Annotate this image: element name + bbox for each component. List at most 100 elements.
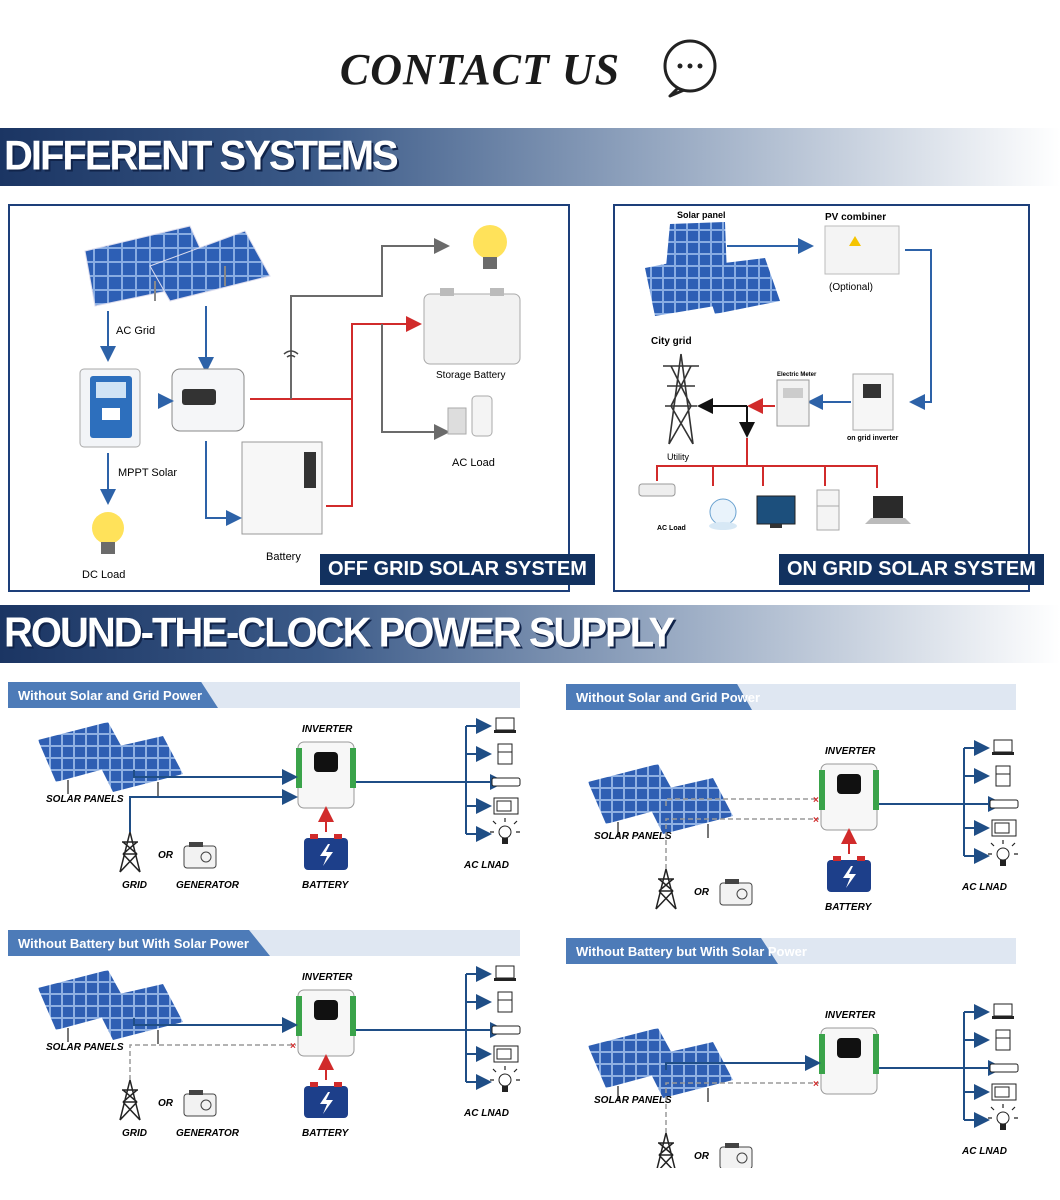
bulb-icon <box>988 1104 1018 1130</box>
utility-tower-icon <box>663 353 699 445</box>
battery-label: BATTERY <box>302 880 350 891</box>
off-grid-inverter <box>171 368 245 432</box>
disconnect-mark: × <box>813 795 819 806</box>
power-diagram: Without Solar and Grid Power SOLAR PANEL… <box>566 684 1019 924</box>
solar-panels-label: SOLAR PANELS <box>594 831 672 842</box>
diagram-heading: Without Battery but With Solar Power <box>18 936 249 951</box>
ac-bulb-icon <box>473 225 507 269</box>
utility-label: Utility <box>667 452 689 462</box>
inverter-label: INVERTER <box>302 972 353 983</box>
generator-label: GENERATOR <box>176 1128 240 1139</box>
mppt-controller <box>79 368 141 448</box>
laptop-icon <box>992 1003 1014 1019</box>
ac-load-label: AC LNAD <box>961 882 1007 893</box>
fridge-icon <box>816 489 840 531</box>
wifi-icon <box>283 350 299 358</box>
fridge-icon <box>995 765 1011 787</box>
systems-banner-title: DIFFERENT SYSTEMS <box>4 132 399 180</box>
fridge-icon <box>497 743 513 765</box>
diagram-heading-tab <box>8 930 270 956</box>
ac-load-label: AC LNAD <box>463 1108 509 1119</box>
diagram-heading: Without Battery but With Solar Power <box>576 944 807 959</box>
solar-panels-label: SOLAR PANELS <box>46 794 124 805</box>
ac-grid-label: AC Grid <box>116 325 155 337</box>
grid-tower-icon <box>119 1079 141 1121</box>
diagram-heading: Without Solar and Grid Power <box>18 688 203 703</box>
battery-label: BATTERY <box>302 1128 350 1139</box>
laptop-icon <box>494 965 516 981</box>
tv-icon <box>756 495 796 528</box>
on-grid-label: ON GRID SOLAR SYSTEM <box>779 554 1044 585</box>
battery-label: BATTERY <box>825 902 873 913</box>
laptop-icon <box>494 717 516 733</box>
microwave-icon <box>493 1045 519 1063</box>
bulb-icon <box>490 818 520 844</box>
diagram-heading-tab <box>8 682 218 708</box>
inverter-label: INVERTER <box>825 746 876 757</box>
bulb-icon <box>490 1066 520 1092</box>
storage-battery-label: Storage Battery <box>436 370 505 381</box>
power-diagram: Without Battery but With Solar Power SOL… <box>8 930 521 1170</box>
contact-title: CONTACT US <box>339 44 621 94</box>
grid-label: GRID <box>122 1128 147 1139</box>
bulb-icon <box>988 840 1018 866</box>
solar-panels-icon <box>38 722 183 796</box>
supply-banner-title: ROUND-THE-CLOCK POWER SUPPLY <box>4 609 675 657</box>
on-grid-inverter <box>852 373 894 431</box>
battery-icon <box>827 856 871 892</box>
on-grid-diagram: Solar panel PV combiner (Optional) City … <box>638 210 932 532</box>
solar-panel-label: Solar panel <box>677 210 726 220</box>
grid-dashed-line <box>665 1082 819 1133</box>
off-grid-panel: AC Grid MPPT Solar DC Load Battery <box>8 204 595 592</box>
or-label: OR <box>694 1151 710 1162</box>
grid-tower-icon <box>655 868 677 910</box>
battery-label: Battery <box>266 551 301 563</box>
inverter-icon <box>296 741 356 809</box>
ac-load-charger <box>447 395 493 437</box>
solar-dashed-line <box>665 798 819 806</box>
solar-panels-icon <box>38 970 183 1044</box>
solar-panels-icon <box>588 764 733 838</box>
systems-banner: DIFFERENT SYSTEMS <box>0 128 1060 186</box>
grid-tower-icon <box>119 831 141 873</box>
ac-unit-icon <box>638 483 676 497</box>
grid-dashed-line <box>665 818 819 869</box>
or-label: OR <box>158 850 174 861</box>
solar-to-inverter-line <box>133 769 298 785</box>
fridge-icon <box>497 991 513 1013</box>
or-label: OR <box>694 887 710 898</box>
inverter-icon <box>296 989 356 1057</box>
solar-panel-array <box>84 225 271 307</box>
solar-panels-label: SOLAR PANELS <box>46 1042 124 1053</box>
solar-panels-icon <box>588 1028 733 1102</box>
laptop-icon <box>992 739 1014 755</box>
solar-to-inverter-line <box>665 1055 821 1071</box>
disconnect-mark: × <box>290 1041 296 1052</box>
pv-combiner-box <box>824 225 900 275</box>
ac-load-label: AC LNAD <box>961 1146 1007 1157</box>
electric-meter-label: Electric Meter <box>777 372 817 378</box>
diagram-heading-tab <box>566 684 752 710</box>
grid-label: GRID <box>122 880 147 891</box>
generator-label: GENERATOR <box>176 880 240 891</box>
dc-load-bulb-icon <box>92 512 124 554</box>
supply-banner: ROUND-THE-CLOCK POWER SUPPLY <box>0 605 1060 663</box>
grid-dashed-line <box>129 1044 296 1080</box>
ac-load-label: AC LNAD <box>463 860 509 871</box>
storage-battery <box>423 288 521 365</box>
laptop-icon <box>865 496 911 524</box>
pv-combiner-label: PV combiner <box>825 212 886 223</box>
fan-icon <box>709 498 737 530</box>
fridge-icon <box>995 1029 1011 1051</box>
microwave-icon <box>493 797 519 815</box>
inverter-label: INVERTER <box>825 1010 876 1021</box>
power-diagram: Without Solar and Grid Power SOLAR PANEL… <box>8 682 521 922</box>
chat-bubble-icon[interactable] <box>660 38 720 100</box>
diagram-heading-tab <box>566 938 778 964</box>
inverter-icon <box>819 763 879 831</box>
